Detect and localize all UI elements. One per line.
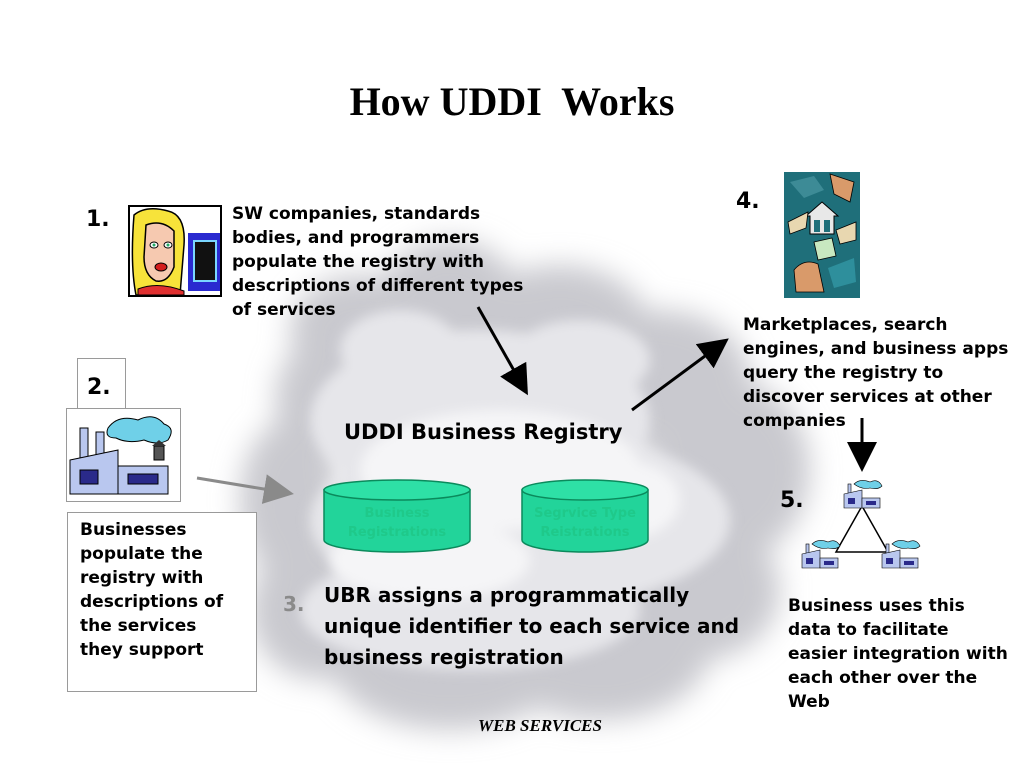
step-3-number: 3. [283,592,305,616]
db2-line1: Segrvice Type [534,506,636,521]
arrow-step1-to-registry [476,306,528,396]
db1-line1: Business [364,506,430,521]
step-2-text: Businesses populate the registry with de… [80,520,224,660]
db2-line2: Reistrations [540,525,630,540]
arrow-step2-to-registry [196,474,294,504]
service-type-registrations-label: Segrvice Type Reistrations [520,504,650,542]
step-5-number: 5. [780,488,804,513]
step-5-text: Business uses this data to facilitate ea… [788,596,1008,712]
registry-label: UDDI Business Registry [344,420,623,444]
service-type-registrations-database [521,479,649,553]
step-1-text: SW companies, standards bodies, and prog… [232,204,524,320]
db1-line2: Registrations [347,525,447,540]
slide-title: How UDDI Works [349,79,675,124]
step-4-text: Marketplaces, search engines, and busine… [743,315,1009,431]
hands-exchange-icon [784,172,860,298]
step-1-number: 1. [86,207,110,232]
factory-network-icon [801,480,921,569]
business-registrations-database [323,479,471,553]
step-4-number: 4. [736,189,760,214]
footer-label: WEB SERVICES [478,716,602,735]
business-registrations-label: Business Registrations [322,504,472,542]
step-2-text-box [67,512,257,692]
step-2-number-box [77,358,126,410]
factory-icon [69,416,172,495]
woman-at-computer-icon [128,205,222,297]
step-3-text: UBR assigns a programmatically unique id… [324,583,740,669]
arrow-registry-to-step4 [631,338,729,412]
step-2-number: 2. [87,375,111,400]
